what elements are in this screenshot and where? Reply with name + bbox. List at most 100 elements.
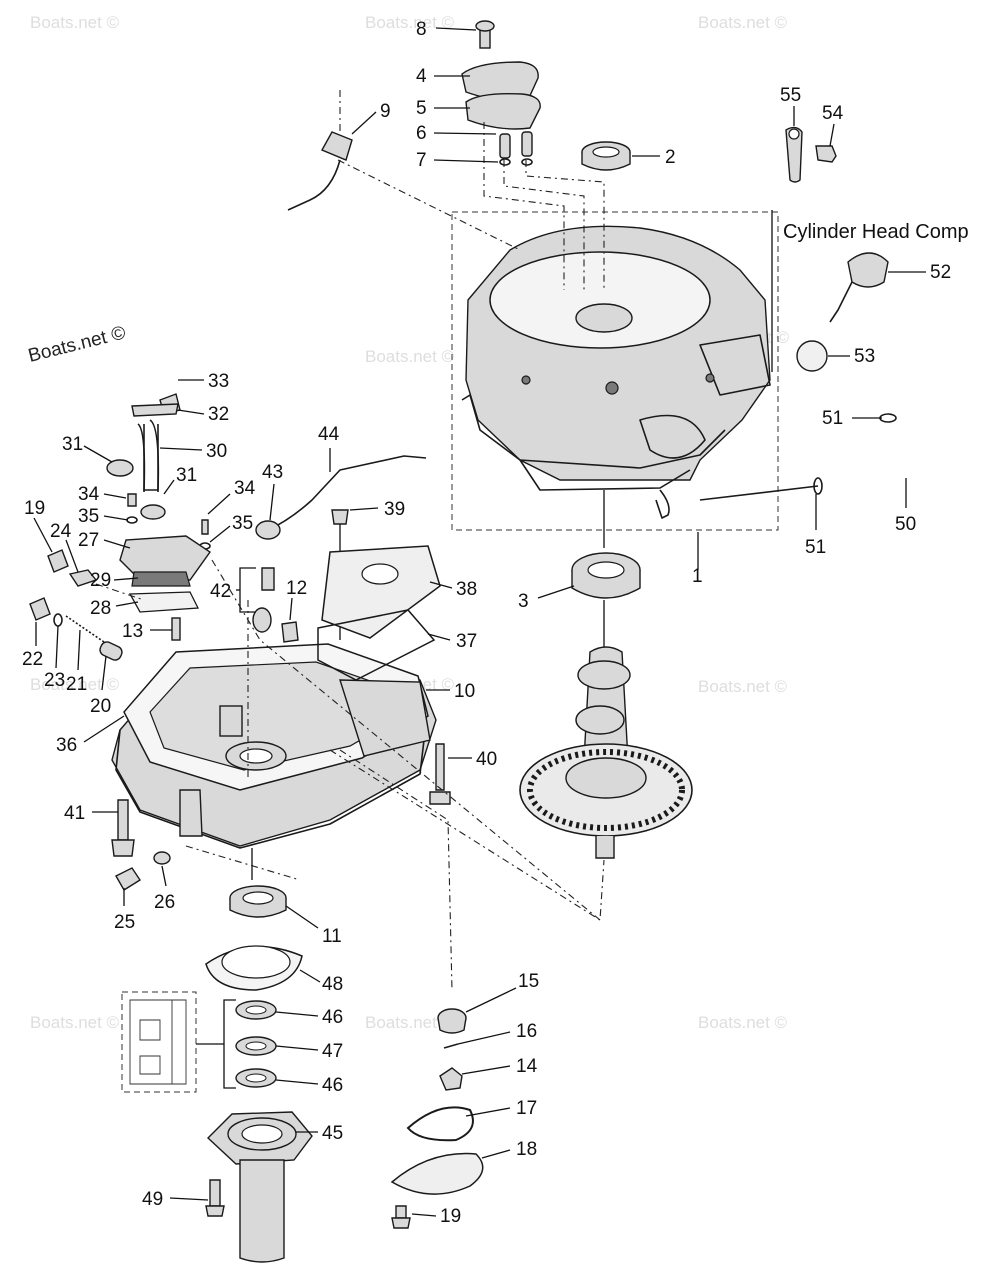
callout-9: 9: [380, 101, 391, 122]
plate-28: [128, 591, 200, 613]
lower-shaft-parts: [121, 848, 313, 1263]
housing-bolt: [521, 375, 531, 385]
leader-line: [461, 1065, 511, 1075]
callout-49: 49: [142, 1189, 163, 1210]
grommet-31: [140, 504, 166, 520]
callout-17: 17: [516, 1098, 537, 1119]
callout-33: 33: [208, 371, 229, 392]
hose-50-inner: [825, 354, 944, 491]
callout-32: 32: [208, 404, 229, 425]
assembly-path: [329, 749, 605, 921]
watermark: Boats.net ©: [365, 13, 455, 32]
leader-line: [289, 597, 293, 621]
callout-22: 22: [22, 649, 43, 670]
leader-line: [433, 132, 497, 135]
bolt-19: [47, 549, 69, 573]
bolt-54: [815, 145, 837, 163]
plate-38-hole: [361, 563, 399, 585]
crankcase-side-cover: [339, 679, 431, 757]
callout-54: 54: [822, 103, 844, 124]
seal-46-hole: [245, 1005, 267, 1015]
watermark: Boats.net ©: [30, 1013, 120, 1032]
pin-16: [443, 1043, 459, 1049]
callout-10: 10: [454, 681, 475, 702]
leader-line: [103, 515, 129, 521]
top-cover-parts: [461, 20, 631, 171]
housing-lower-flange: [519, 459, 691, 491]
crankcase-fitting: [179, 789, 203, 837]
leader-line: [83, 715, 125, 743]
clamp-51-top: [879, 413, 897, 423]
housing-boundary: [451, 211, 779, 531]
assembly-paths: [185, 122, 605, 991]
leader-line: [457, 1031, 511, 1045]
washer-7: [521, 158, 533, 166]
cam-gear-hub: [565, 757, 647, 799]
callout-41: 41: [64, 803, 85, 824]
leader-line: [113, 577, 139, 581]
callout-21: 21: [66, 674, 87, 695]
hose-30: [137, 419, 160, 491]
watermark: Boats.net ©: [698, 1013, 788, 1032]
callout-43: 43: [262, 462, 283, 483]
leader-line: [115, 601, 139, 607]
callouts: 8 4 5 6 7 9 2 55 54 52 53 51 50 51 1 3 3: [22, 19, 951, 1227]
watermark: Boats.net ©: [365, 1013, 455, 1032]
seal-detail-section: [129, 999, 187, 1085]
callout-19: 19: [24, 498, 45, 519]
grommet-31: [106, 459, 134, 477]
assembly-path: [483, 122, 565, 290]
leader-line: [207, 493, 231, 515]
hose-50: [825, 356, 942, 489]
leader-line: [537, 585, 575, 599]
leader-line: [299, 969, 321, 983]
callout-27: 27: [78, 530, 99, 551]
washer-35: [126, 516, 138, 524]
dipstick-55-hole: [788, 128, 800, 140]
leader-line: [427, 633, 451, 641]
part-12: [281, 621, 299, 643]
callout-26: 26: [154, 892, 175, 913]
leader-line: [77, 629, 81, 671]
housing-bolt: [605, 381, 619, 395]
spacer-47-hole: [245, 1041, 267, 1051]
callout-7: 7: [416, 150, 427, 171]
leader-line: [411, 1213, 437, 1217]
leader-line: [209, 525, 231, 543]
callout-16: 16: [516, 1021, 537, 1042]
housing-fitting: [655, 489, 670, 519]
assembly-path: [211, 559, 601, 921]
bolt-8-head: [475, 20, 495, 32]
bolt-39: [331, 509, 349, 525]
callout-53: 53: [854, 346, 875, 367]
watermark: Boats.net ©: [30, 13, 120, 32]
callout-31: 31: [176, 465, 197, 486]
seal-11-hole: [242, 891, 274, 905]
leader-line: [465, 1107, 511, 1117]
callout-13: 13: [122, 621, 143, 642]
screw-34: [201, 519, 209, 535]
leader-line: [159, 447, 203, 451]
gasket-37: [317, 609, 436, 681]
watermark: Boats.net ©: [365, 347, 455, 366]
cam-lobe: [577, 660, 631, 690]
housing-bolt: [705, 373, 715, 383]
part-42: [261, 567, 275, 591]
rotor-14: [439, 1067, 463, 1091]
bearing-3-bore: [587, 561, 625, 579]
callout-51: 51: [805, 537, 826, 558]
watermark: Boats.net ©: [30, 675, 120, 694]
leader-line: [481, 1149, 511, 1159]
gasket-17: [406, 1106, 474, 1142]
bolt-40-shank: [435, 743, 445, 791]
assembly-caption: Cylinder Head Comp: [783, 221, 969, 243]
leader-line: [351, 111, 377, 135]
leader-line: [465, 987, 517, 1013]
bolt-41-head: [111, 839, 135, 857]
watermark-main: Boats.net ©: [26, 322, 128, 366]
callout-12: 12: [286, 578, 307, 599]
sensor-cluster: [252, 455, 427, 643]
callout-18: 18: [516, 1139, 537, 1160]
assembly-path: [503, 160, 585, 290]
